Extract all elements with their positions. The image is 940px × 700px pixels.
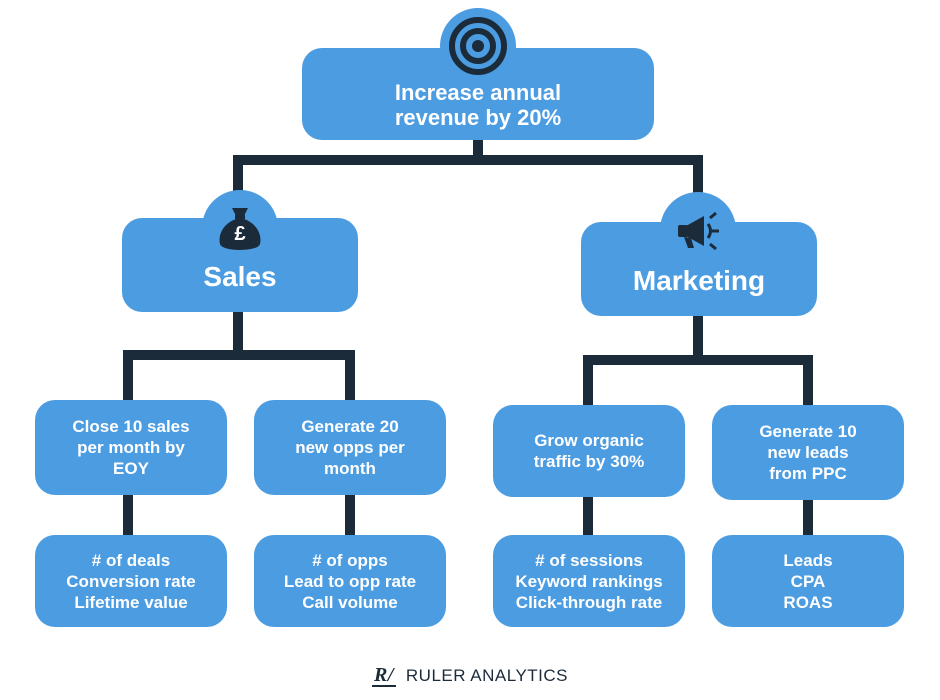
metric-item: Lifetime value: [74, 592, 188, 612]
metric-item: Leads: [783, 550, 833, 570]
connector-goal: [233, 140, 703, 225]
metric-item: CPA: [790, 571, 826, 591]
logo-mark: R/: [371, 664, 396, 687]
metric-item: # of deals: [91, 550, 171, 570]
objective-line: new leads: [767, 443, 849, 462]
metric-item: ROAS: [783, 592, 833, 612]
metrics-box-marketing-2: Leads CPA ROAS: [712, 535, 904, 627]
department-name-marketing: Marketing: [632, 265, 766, 296]
objective-line: traffic by 30%: [533, 452, 645, 471]
ruler-logo-icon: R/: [371, 664, 396, 687]
department-name-sales: Sales: [203, 261, 277, 292]
metric-item: Call volume: [302, 592, 398, 612]
objective-line: EOY: [113, 459, 149, 478]
objective-line: Generate 10: [759, 422, 857, 441]
target-icon: [440, 8, 516, 84]
metric-item: Click-through rate: [515, 592, 663, 612]
metric-item: Lead to opp rate: [283, 571, 417, 591]
megaphone-icon: [660, 192, 736, 268]
goal-line-2: revenue by 20%: [394, 105, 562, 130]
connector-sales: [123, 312, 355, 400]
footer-branding: R/ RULER ANALYTICS: [0, 663, 940, 689]
connector-metrics: [123, 495, 813, 535]
money-bag-icon: £: [202, 190, 278, 266]
currency-symbol: £: [234, 223, 246, 245]
metric-item: # of opps: [312, 550, 388, 570]
metrics-box-marketing-1: # of sessions Keyword rankings Click-thr…: [493, 535, 685, 627]
objective-box-sales-2: Generate 20 new opps per month: [254, 400, 446, 495]
objective-line: from PPC: [769, 464, 847, 483]
metric-item: Keyword rankings: [515, 571, 663, 591]
objective-line: month: [324, 459, 376, 478]
objective-box-marketing-1: Grow organic traffic by 30%: [493, 405, 685, 497]
metrics-box-sales-2: # of opps Lead to opp rate Call volume: [254, 535, 446, 627]
goal-line-1: Increase annual: [394, 80, 562, 105]
brand-name: RULER ANALYTICS: [405, 666, 569, 685]
objective-box-sales-1: Close 10 sales per month by EOY: [35, 400, 227, 495]
objective-line: per month by: [77, 438, 185, 457]
objective-line: new opps per: [295, 438, 405, 457]
objective-box-marketing-2: Generate 10 new leads from PPC: [712, 405, 904, 500]
objective-line: Generate 20: [301, 417, 399, 436]
metric-item: # of sessions: [535, 550, 643, 570]
metric-item: Conversion rate: [66, 571, 196, 591]
metrics-box-sales-1: # of deals Conversion rate Lifetime valu…: [35, 535, 227, 627]
objective-line: Close 10 sales: [72, 417, 190, 436]
connector-marketing: [583, 316, 813, 405]
objective-line: Grow organic: [534, 431, 644, 450]
